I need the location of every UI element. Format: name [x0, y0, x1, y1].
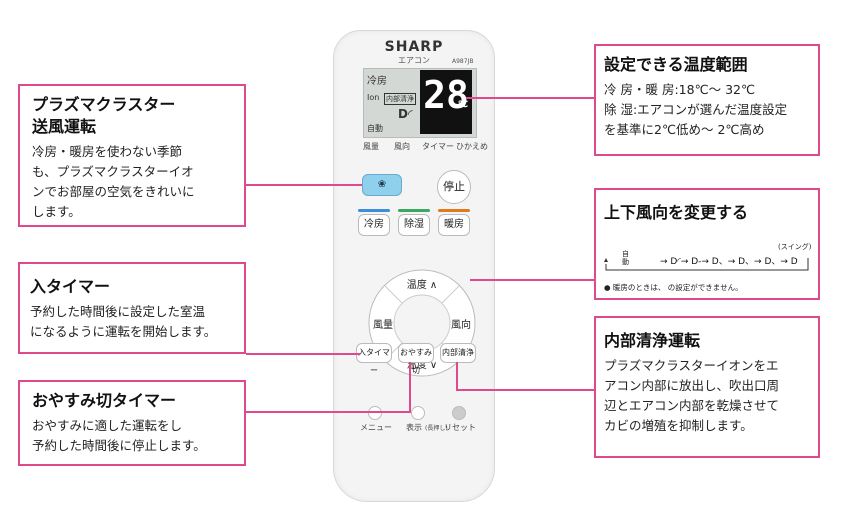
callout-on-timer-title: 入タイマー [30, 277, 111, 296]
callout-plasma-line-4: します。 [32, 204, 81, 219]
label-hikaeme: ひかえめ [456, 142, 488, 151]
callout-inner-clean-line-2: アコン内部に放出し、吹出口周 [604, 378, 780, 393]
menu-label: メニュー [360, 423, 392, 432]
inner-clean-button[interactable]: 内部清浄 [440, 343, 476, 363]
callout-sleep-timer: おやすみ切タイマー おやすみに適した運転をし 予約した時間後に停止します。 [18, 380, 246, 466]
display-sub-label: (長押し) [425, 425, 448, 432]
swing-label: (スイング) [778, 243, 812, 251]
callout-on-timer: 入タイマー 予約した時間後に設定した室温 になるように運転を開始します。 [18, 262, 246, 354]
callout-plasma-title-2: 送風運転 [32, 117, 97, 136]
sleep-timer-button[interactable]: おやすみ切 [398, 343, 434, 375]
cool-button[interactable]: 冷房 [358, 214, 390, 236]
remote-subtitle: エアコン [398, 56, 430, 65]
auto-label: 自動 [622, 250, 629, 266]
lcd-display: 冷房 Ion 内部清浄 自動 D◜ 28 ℃ [363, 68, 477, 138]
lcd-ion: Ion [367, 93, 380, 102]
reset-label: リセット [444, 423, 476, 432]
callout-temp-range-line-3: を基準に2℃低め～ 2℃高め [604, 122, 765, 137]
reset-button[interactable] [452, 406, 466, 420]
callout-plasma: プラズマクラスター 送風運転 冷房・暖房を使わない季節 も、プラズマクラスターイ… [18, 84, 246, 227]
dehumid-color-bar [398, 209, 430, 212]
callout-direction: 上下風向を変更する (スイング) → D◜→ D-→ D、→ D、→ D、→ D… [594, 188, 820, 300]
callout-sleep-timer-title: おやすみ切タイマー [32, 391, 177, 410]
callout-inner-clean: 内部清浄運転 プラズマクラスターイオンをエ アコン内部に放出し、吹出口周 辺とエ… [594, 316, 820, 458]
callout-inner-clean-line-1: プラズマクラスターイオンをエ [604, 358, 779, 373]
direction-button[interactable]: 風向 [451, 320, 471, 331]
callout-sleep-timer-line-2: 予約した時間後に停止します。 [32, 438, 206, 453]
direction-note: ● 暖房のときは、 の設定ができません。 [604, 283, 743, 292]
label-direction: 風向 [394, 142, 410, 151]
display-label: 表示 [406, 423, 422, 432]
heat-color-bar [438, 209, 470, 212]
callout-on-timer-line-2: になるように運転を開始します。 [30, 324, 217, 339]
callout-plasma-line-3: ンでお部屋の空気をきれいに [32, 184, 195, 199]
callout-sleep-timer-line-1: おやすみに適した運転をし [32, 418, 183, 433]
heat-button[interactable]: 暖房 [438, 214, 470, 236]
callout-temp-range-line-1: 冷 房・暖 房:18℃～ 32℃ [604, 82, 756, 97]
callout-inner-clean-line-4: カビの増殖を抑制します。 [604, 418, 753, 433]
lcd-auto: 自動 [367, 124, 383, 133]
remote-control: SHARP エアコン A987JB 冷房 Ion 内部清浄 自動 D◜ 28 ℃… [333, 30, 495, 502]
connector-sleep-timer [246, 362, 411, 413]
stop-button[interactable]: 停止 [437, 170, 471, 204]
callout-plasma-title-1: プラズマクラスター [32, 95, 176, 114]
callout-inner-clean-title: 内部清浄運転 [604, 331, 701, 350]
callout-temp-range-title: 設定できる温度範囲 [604, 55, 748, 74]
temp-up-button[interactable]: 温度 ∧ [406, 280, 438, 291]
callout-inner-clean-line-3: 辺とエアコン内部を乾燥させて [604, 398, 780, 413]
temp-down-button[interactable]: 温度 ∨ [406, 360, 438, 371]
fan-speed-button[interactable]: 風量 [373, 320, 393, 331]
cool-color-bar [358, 209, 390, 212]
louver-icon: D◜ [398, 107, 413, 121]
callout-direction-title: 上下風向を変更する [604, 203, 749, 222]
model-number: A987JB [452, 58, 474, 65]
dehumid-button[interactable]: 除湿 [398, 214, 430, 236]
callout-temp-range-line-2: 除 湿:エアコンが選んだ温度設定 [604, 102, 788, 117]
lcd-clean: 内部清浄 [384, 93, 416, 105]
lcd-temp-unit: ℃ [457, 100, 468, 110]
plasma-cluster-button[interactable]: ❀ [362, 174, 402, 196]
label-timer: タイマー [422, 142, 454, 151]
callout-on-timer-line-1: 予約した時間後に設定した室温 [30, 304, 206, 319]
louver-sequence-diagram: → D◜→ D-→ D、→ D、→ D、→ D [604, 257, 809, 271]
lcd-mode: 冷房 [367, 76, 387, 87]
lcd-temperature: 28 ℃ [420, 70, 472, 134]
callout-temp-range: 設定できる温度範囲 冷 房・暖 房:18℃～ 32℃ 除 湿:エアコンが選んだ温… [594, 44, 820, 156]
callout-plasma-line-2: も、プラズマクラスターイオ [32, 164, 194, 179]
display-button[interactable] [411, 406, 425, 420]
connector-inner-clean [456, 362, 594, 391]
lcd-temp-value: 28 [423, 73, 469, 117]
svg-text:→ D◜→ D-→ D、→ D、→ D、→ D: → D◜→ D-→ D、→ D、→ D、→ D [660, 257, 798, 267]
brand-logo: SHARP [384, 39, 444, 55]
label-fan: 風量 [363, 142, 379, 151]
callout-plasma-line-1: 冷房・暖房を使わない季節 [32, 144, 183, 159]
